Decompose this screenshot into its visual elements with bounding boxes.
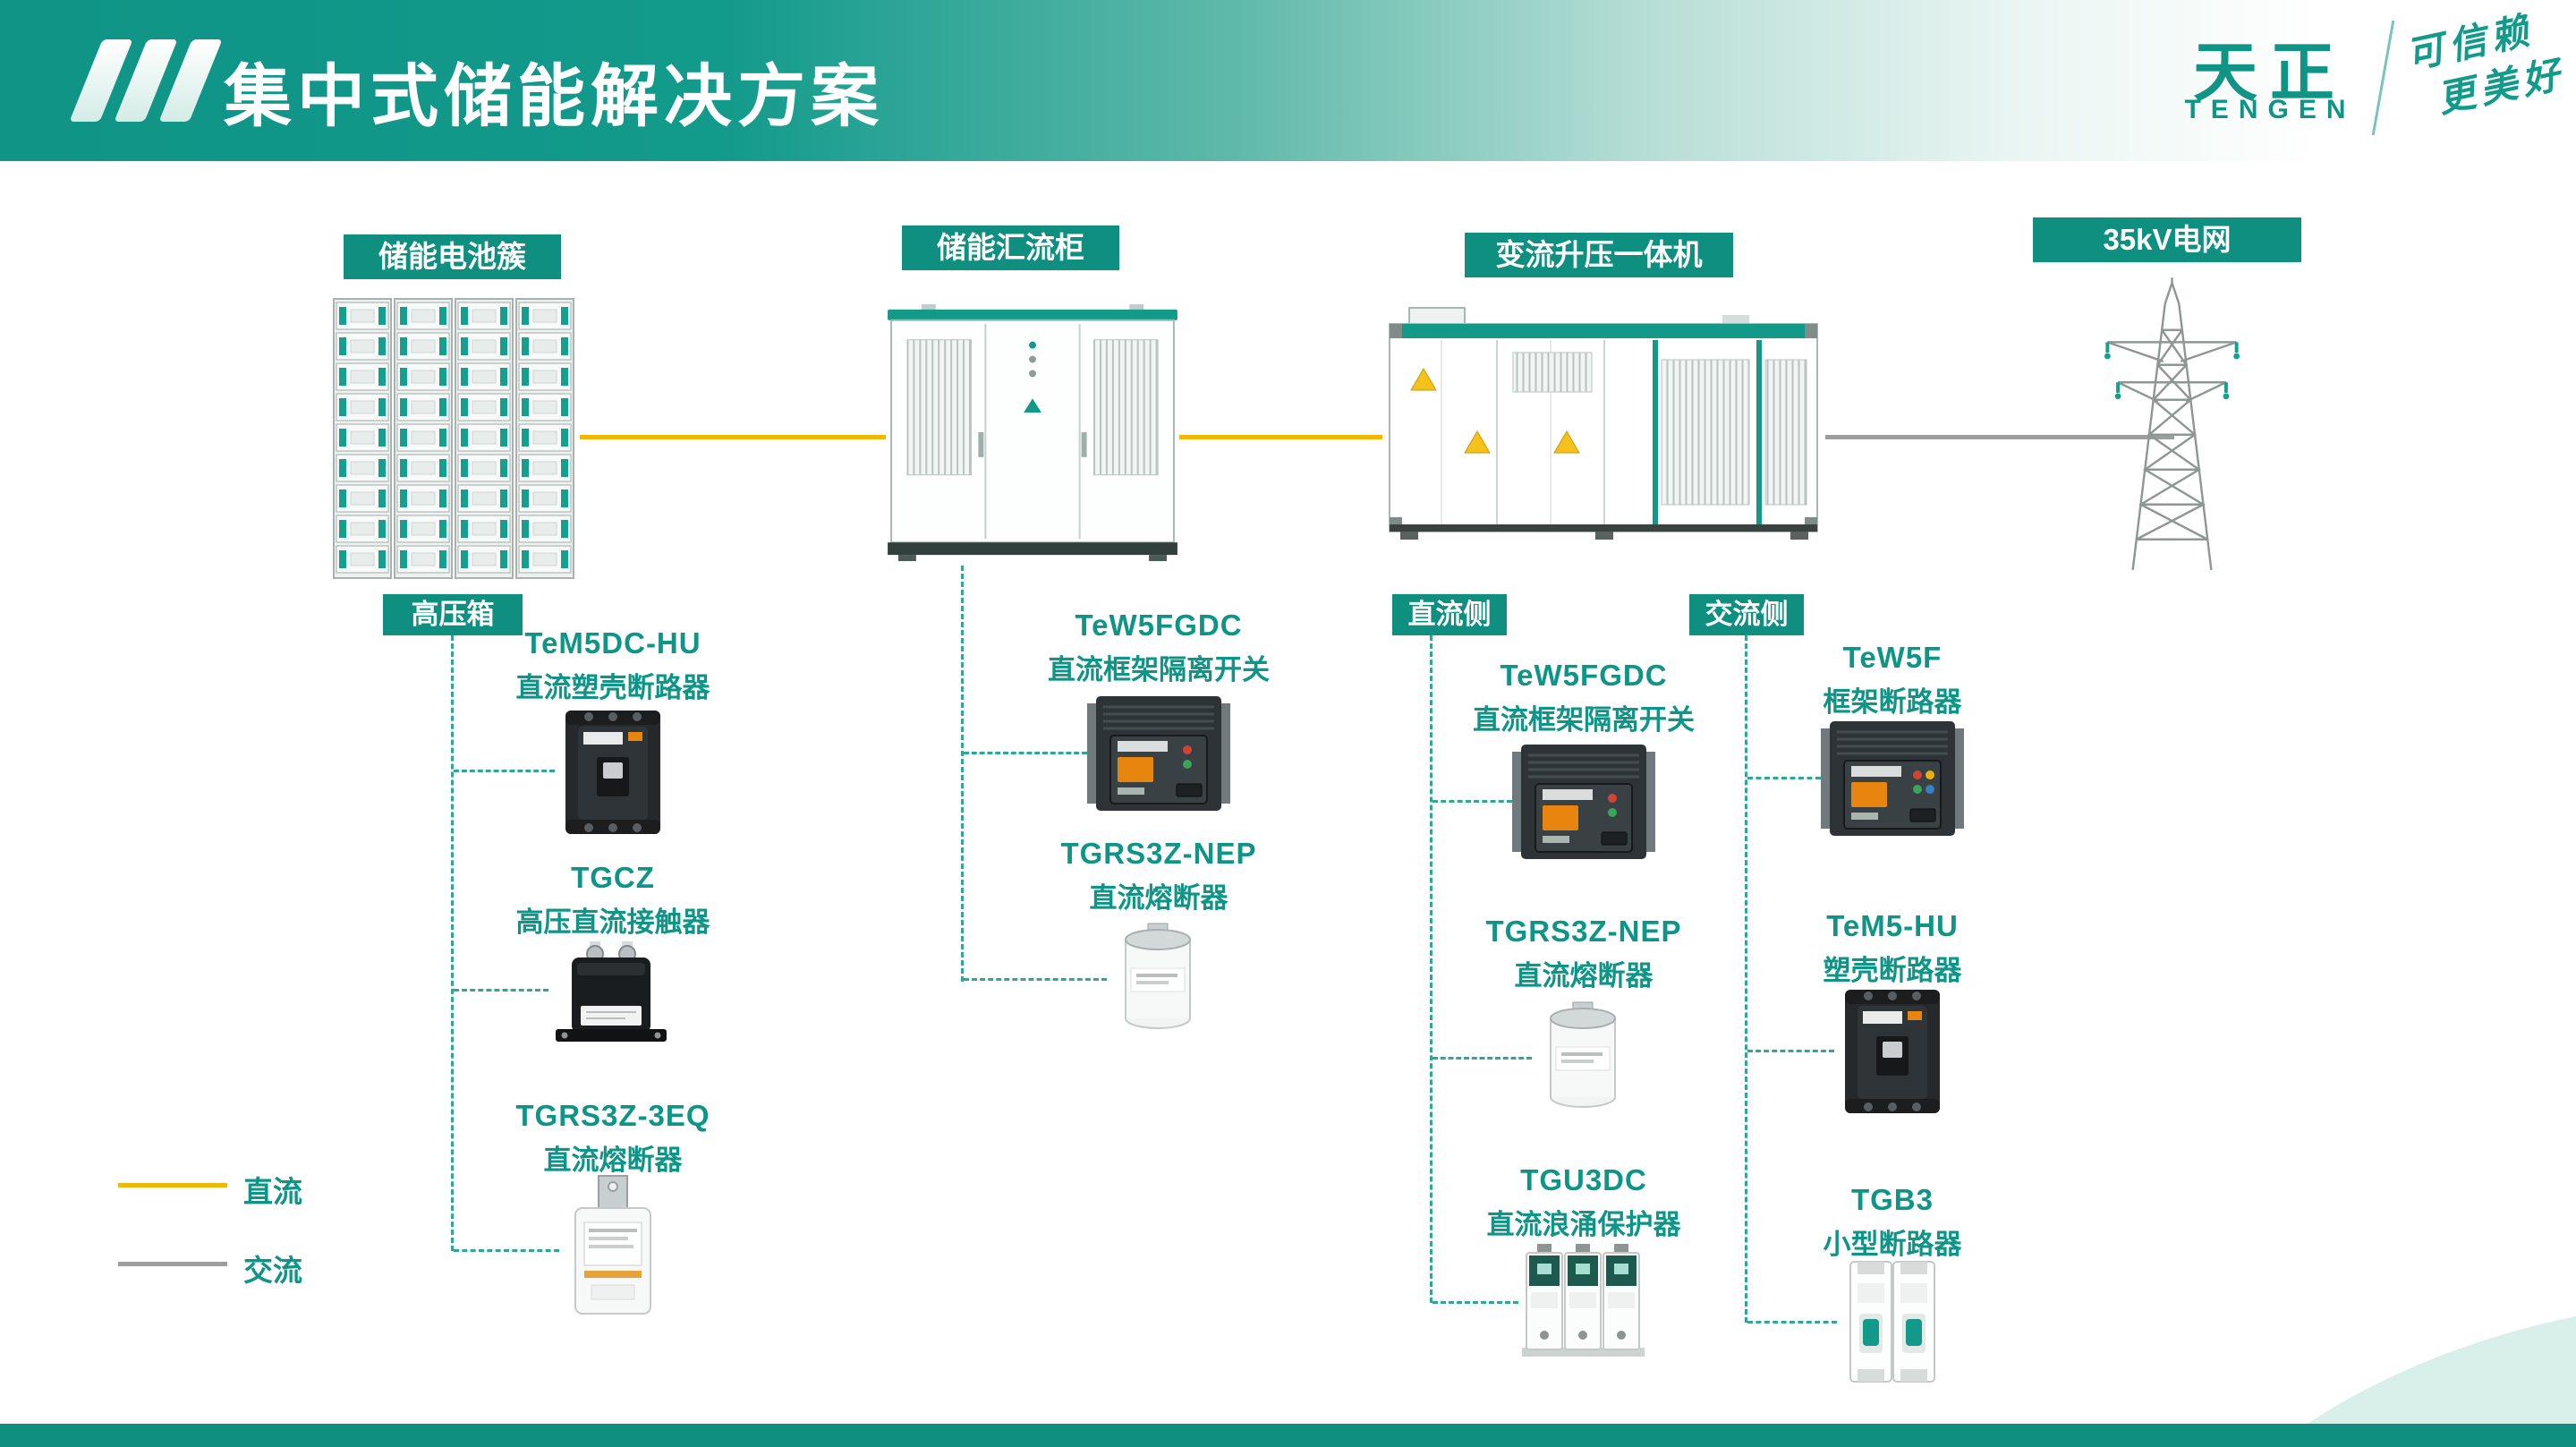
branch-connector <box>1747 1050 1834 1052</box>
tag-ac-side: 交流侧 <box>1689 594 1804 635</box>
tgrs3z-nep-fuse-image <box>1550 1001 1616 1108</box>
station-label-combiner: 储能汇流柜 <box>902 226 1119 270</box>
product-desc: 小型断路器 <box>1823 1229 1962 1260</box>
brand-logo-en: TENGEN <box>2184 95 2356 124</box>
branch-connector <box>454 1249 559 1252</box>
product-label-tem5-hu: TeM5-HU 塑壳断路器 <box>1754 909 2031 988</box>
product-label-tew5fgdc-combiner: TeW5FGDC 直流框架隔离开关 <box>1020 609 1297 687</box>
product-desc: 直流塑壳断路器 <box>515 672 710 703</box>
product-label-tgrs3z-3eq: TGRS3Z-3EQ 直流熔断器 <box>474 1099 752 1178</box>
tag-high-voltage-box: 高压箱 <box>383 594 523 635</box>
footer-bar <box>0 1424 2576 1447</box>
branch-line-battery <box>451 635 454 1251</box>
branch-connector <box>1747 1321 1837 1324</box>
product-label-tew5fgdc-dc: TeW5FGDC 直流框架隔离开关 <box>1436 659 1731 737</box>
tew5fgdc-switch-image <box>1087 696 1230 811</box>
branch-connector <box>964 978 1107 981</box>
tgrs3z-nep-fuse-image <box>1125 923 1191 1029</box>
branch-connector <box>454 989 548 992</box>
product-label-tgrs3z-nep-combiner: TGRS3Z-NEP 直流熔断器 <box>1020 837 1297 915</box>
product-desc: 高压直流接触器 <box>515 907 710 938</box>
product-label-tgu3dc: TGU3DC 直流浪涌保护器 <box>1436 1163 1731 1242</box>
tew5fgdc-switch-image <box>1512 745 1655 859</box>
product-desc: 直流熔断器 <box>1089 882 1228 914</box>
product-label-tgrs3z-nep-dc: TGRS3Z-NEP 直流熔断器 <box>1436 915 1731 993</box>
branch-connector <box>1747 777 1821 779</box>
combiner-cabinet-image <box>888 303 1177 562</box>
branch-line-combiner <box>961 566 964 982</box>
ac-wire-converter-to-grid <box>1825 435 2174 439</box>
dc-wire-combiner-to-converter <box>1179 435 1382 439</box>
product-desc: 直流框架隔离开关 <box>1048 654 1270 685</box>
legend-ac-line <box>118 1262 227 1266</box>
brand-slogan: 可信赖 更美好 <box>2402 2 2569 129</box>
product-model: TGRS3Z-NEP <box>1485 915 1682 948</box>
tgu3dc-spd-image <box>1522 1243 1645 1357</box>
product-model: TGB3 <box>1850 1183 1934 1216</box>
product-label-tem5dc-hu: TeM5DC-HU 直流塑壳断路器 <box>474 626 752 705</box>
product-desc: 直流框架隔离开关 <box>1473 704 1695 736</box>
product-model: TGU3DC <box>1520 1163 1647 1196</box>
product-model: TeW5FGDC <box>1500 659 1668 692</box>
product-desc: 直流熔断器 <box>1514 960 1654 992</box>
station-label-grid: 35kV电网 <box>2033 217 2301 262</box>
dc-wire-battery-to-combiner <box>580 435 886 439</box>
branch-connector <box>1433 1301 1518 1304</box>
tgb3-mcb-image <box>1849 1261 1935 1383</box>
title-bars-icon <box>69 39 223 126</box>
grid-tower-image <box>2104 277 2240 571</box>
battery-rack-image <box>329 286 580 591</box>
legend-ac-label: 交流 <box>243 1254 302 1287</box>
brand-logo-cn: 天正 <box>2192 38 2347 109</box>
station-label-converter: 变流升压一体机 <box>1465 233 1733 277</box>
tem5dc-hu-breaker-image <box>565 711 660 834</box>
legend-dc-line <box>118 1183 227 1187</box>
legend-dc-label: 直流 <box>243 1175 302 1208</box>
product-model: TGRS3Z-NEP <box>1060 837 1257 870</box>
product-label-tew5f: TeW5F 框架断路器 <box>1754 641 2031 719</box>
corner-swoosh <box>2308 1316 2576 1424</box>
product-model: TeM5-HU <box>1826 909 1959 942</box>
tgrs3z-3eq-fuse-image <box>574 1175 651 1315</box>
tew5f-breaker-image <box>1821 721 1964 836</box>
tem5-hu-breaker-image <box>1845 990 1940 1113</box>
tgcz-contactor-image <box>556 941 667 1042</box>
product-desc: 框架断路器 <box>1823 686 1962 718</box>
tag-dc-side: 直流侧 <box>1392 594 1507 635</box>
product-label-tgcz: TGCZ 高压直流接触器 <box>474 861 752 940</box>
header-banner: 集中式储能解决方案 天正 TENGEN 可信赖 更美好 <box>0 0 2576 161</box>
product-model: TeM5DC-HU <box>524 626 701 660</box>
branch-connector <box>1433 1057 1532 1060</box>
product-desc: 直流熔断器 <box>543 1145 683 1176</box>
product-label-tgb3: TGB3 小型断路器 <box>1754 1183 2031 1262</box>
branch-connector <box>454 770 555 772</box>
product-model: TeW5F <box>1842 641 1943 674</box>
branch-connector <box>1433 800 1512 803</box>
product-desc: 塑壳断路器 <box>1823 955 1962 986</box>
branch-line-converter-dc <box>1430 635 1433 1303</box>
station-label-battery: 储能电池簇 <box>344 234 561 279</box>
product-model: TeW5FGDC <box>1075 609 1243 642</box>
product-desc: 直流浪涌保护器 <box>1486 1209 1681 1240</box>
branch-line-converter-ac <box>1745 635 1747 1323</box>
product-model: TGCZ <box>571 861 655 894</box>
converter-container-image <box>1389 307 1818 540</box>
page-title: 集中式储能解决方案 <box>224 59 884 135</box>
branch-connector <box>964 752 1087 754</box>
product-model: TGRS3Z-3EQ <box>515 1099 710 1132</box>
